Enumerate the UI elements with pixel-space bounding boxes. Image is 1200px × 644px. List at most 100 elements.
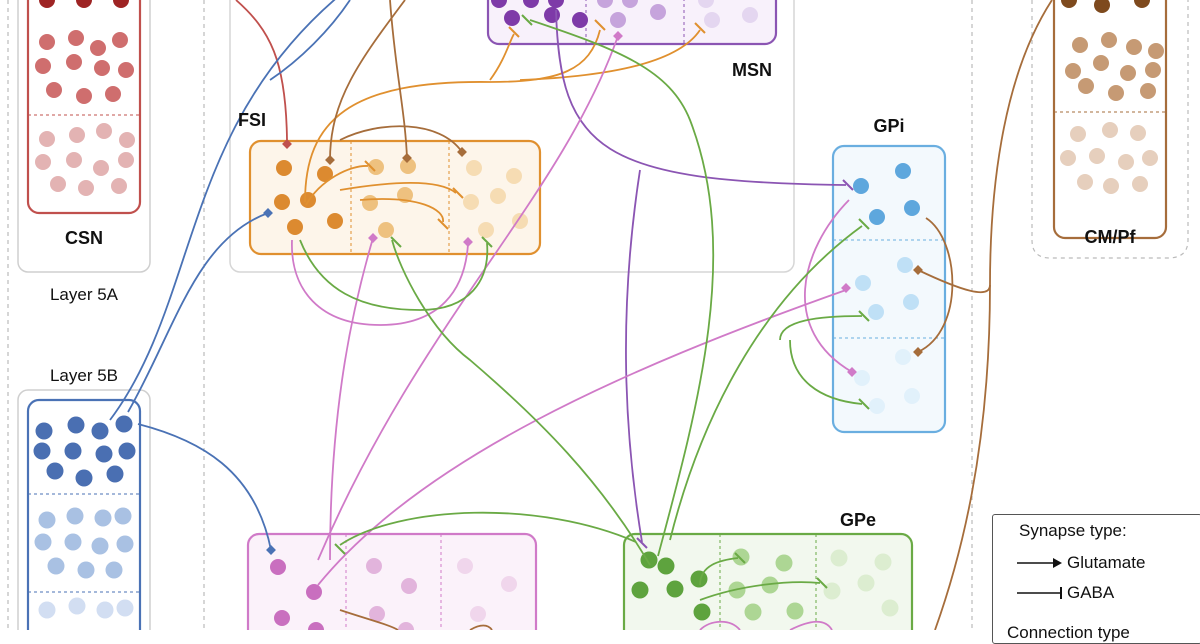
csn-neuron-2-8: [50, 176, 66, 192]
csn-neuron-0-1: [76, 0, 92, 8]
msn-neuron-0-2: [548, 0, 564, 8]
pink-neuron-2-2: [470, 606, 486, 622]
csn-neuron-2-10: [111, 178, 127, 194]
gpi-neuron-2-3: [904, 388, 920, 404]
gpi-neuron-1-0: [855, 275, 871, 291]
legend-subtitle: Connection type: [1007, 623, 1130, 642]
gpe-neuron-1-4: [786, 602, 804, 620]
connection-brown-to-fsi-3-glutamate-head: [457, 147, 467, 157]
cmpf-neuron-2-4: [1089, 148, 1105, 164]
csn-neuron-1-10: [105, 86, 121, 102]
cmpf-neuron-1-8: [1078, 78, 1094, 94]
gpe-label: GPe: [840, 510, 876, 530]
gaba-bar-icon: [1017, 587, 1062, 599]
layer5b-neuron-1-5: [64, 533, 82, 551]
layer5b-neuron-1-8: [47, 557, 65, 575]
msn-neuron-0-5: [572, 12, 588, 28]
layer5b-neuron-0-2: [91, 422, 109, 440]
layer5b-neuron-1-2: [94, 509, 112, 527]
layer5b-neuron-0-10: [106, 465, 124, 483]
connection-pink-loop-fsi-glutamate-head: [463, 237, 473, 247]
cmpf-neuron-2-6: [1142, 150, 1158, 166]
fsi-neuron-1-1: [400, 158, 416, 174]
connection-cmpf-down: [934, 284, 991, 630]
layer5b-neuron-0-5: [64, 442, 82, 460]
cmpf-neuron-2-3: [1060, 150, 1076, 166]
gpi-neuron-2-2: [869, 398, 885, 414]
pink-neuron-1-3: [398, 622, 414, 630]
gpe-neuron-0-4: [690, 570, 708, 588]
connection-cmpf-gpi-loop: [917, 217, 954, 353]
connection-green-gpe-to-pink-gaba-bar: [334, 543, 346, 555]
fsi-neuron-1-2: [362, 195, 378, 211]
layer5b-neuron-2-0: [38, 601, 56, 619]
layer5b-neuron-0-1: [67, 416, 85, 434]
gpe-neuron-0-2: [631, 581, 649, 599]
connection-l5b-to-pink-glutamate-head: [266, 545, 276, 555]
gpi-neuron-1-2: [868, 304, 884, 320]
msn-neuron-1-3: [610, 12, 626, 28]
layer5b-neuron-1-1: [66, 507, 84, 525]
cmpf-neuron-1-5: [1093, 55, 1109, 71]
msn-neuron-2-0: [698, 0, 714, 8]
cmpf-neuron-2-9: [1132, 176, 1148, 192]
gpe-neuron-2-1: [874, 553, 892, 571]
pink-neuron-0-2: [274, 610, 290, 626]
gpe-neuron-1-5: [744, 603, 762, 621]
fsi-neuron-2-3: [490, 188, 506, 204]
pink-neuron-2-0: [457, 558, 473, 574]
connection-cmpf-to-gpi: [917, 0, 1053, 294]
csn-neuron-1-6: [94, 60, 110, 76]
connection-green-gpe-local-gaba-bar: [734, 552, 746, 564]
fsi-neuron-2-2: [463, 194, 479, 210]
cmpf-neuron-0-0: [1061, 0, 1077, 8]
cmpf-neuron-0-1: [1094, 0, 1110, 13]
csn-neuron-1-4: [35, 58, 51, 74]
connection-pink-to-gpi-glutamate-head: [841, 283, 851, 293]
cmpf-neuron-2-8: [1103, 178, 1119, 194]
layer5b-box: [17, 389, 151, 630]
gpe-neuron-1-0: [732, 548, 750, 566]
csn-neuron-2-4: [35, 154, 51, 170]
connection-green-gpe-to-gpi-gaba-bar: [858, 218, 870, 230]
connection-green-gpe-to-gpi-3-gaba-bar: [858, 398, 870, 410]
gpi-neuron-1-3: [903, 294, 919, 310]
connection-cmpf-brown-to-fsi-2: [389, 0, 408, 159]
connection-brown-bottom-pink-2: [469, 624, 493, 630]
cmpf-neuron-2-5: [1118, 154, 1134, 170]
connection-cmpf-brown-to-fsi: [329, 0, 406, 161]
connection-green-fsi-loop-gaba-bar: [481, 236, 493, 248]
connection-green-gpe-local: [699, 557, 739, 586]
connection-pink-to-fsi-b-glutamate-head: [368, 233, 378, 243]
gpe-neuron-1-3: [761, 576, 779, 594]
connection-cmpf-to-gpi-glutamate-head: [913, 265, 923, 275]
connection-fsi-local-2-gaba-bar: [452, 187, 464, 199]
connection-green-gpe-to-gpi-2-gaba-bar: [858, 310, 870, 322]
connection-pink-bottom-gpe: [699, 620, 741, 630]
csn-neuron-2-1: [69, 127, 85, 143]
connection-pink-bottom-gpe-2: [789, 620, 833, 630]
pink-neuron-0-3: [308, 622, 324, 630]
connection-fsi-local-1-gaba-bar: [364, 160, 376, 172]
connection-green-gpe-to-pink: [339, 511, 637, 546]
csn-neuron-1-5: [66, 54, 82, 70]
fsi-neuron-1-0: [368, 159, 384, 175]
fsi-label: FSI: [238, 110, 266, 130]
connection-pink-to-msn: [317, 35, 619, 561]
layer5b-neuron-1-4: [34, 533, 52, 551]
connection-brown-to-fsi-3: [339, 125, 463, 153]
connection-green-gpe-to-gpi-3: [789, 339, 863, 405]
connection-fsi-local-3-gaba-bar: [437, 218, 449, 230]
gpe-neuron-2-0: [830, 549, 848, 567]
fsi-neuron-1-4: [378, 222, 394, 238]
csn-neuron-1-3: [112, 32, 128, 48]
synapse-legend: Synapse type: Glutamate GABA Connection …: [992, 514, 1200, 644]
msn-neuron-2-2: [704, 12, 720, 28]
msn-label: MSN: [732, 60, 772, 80]
connection-msn-to-gpi-gaba-bar: [842, 179, 854, 191]
connection-green-gpe-to-msn-gaba-bar: [521, 14, 533, 26]
connection-fsi-local-2: [339, 181, 457, 194]
layer5b-neuron-0-6: [95, 445, 113, 463]
connection-csn-to-fsi: [235, 0, 288, 141]
connection-l5b-to-csn-area: [109, 0, 336, 421]
